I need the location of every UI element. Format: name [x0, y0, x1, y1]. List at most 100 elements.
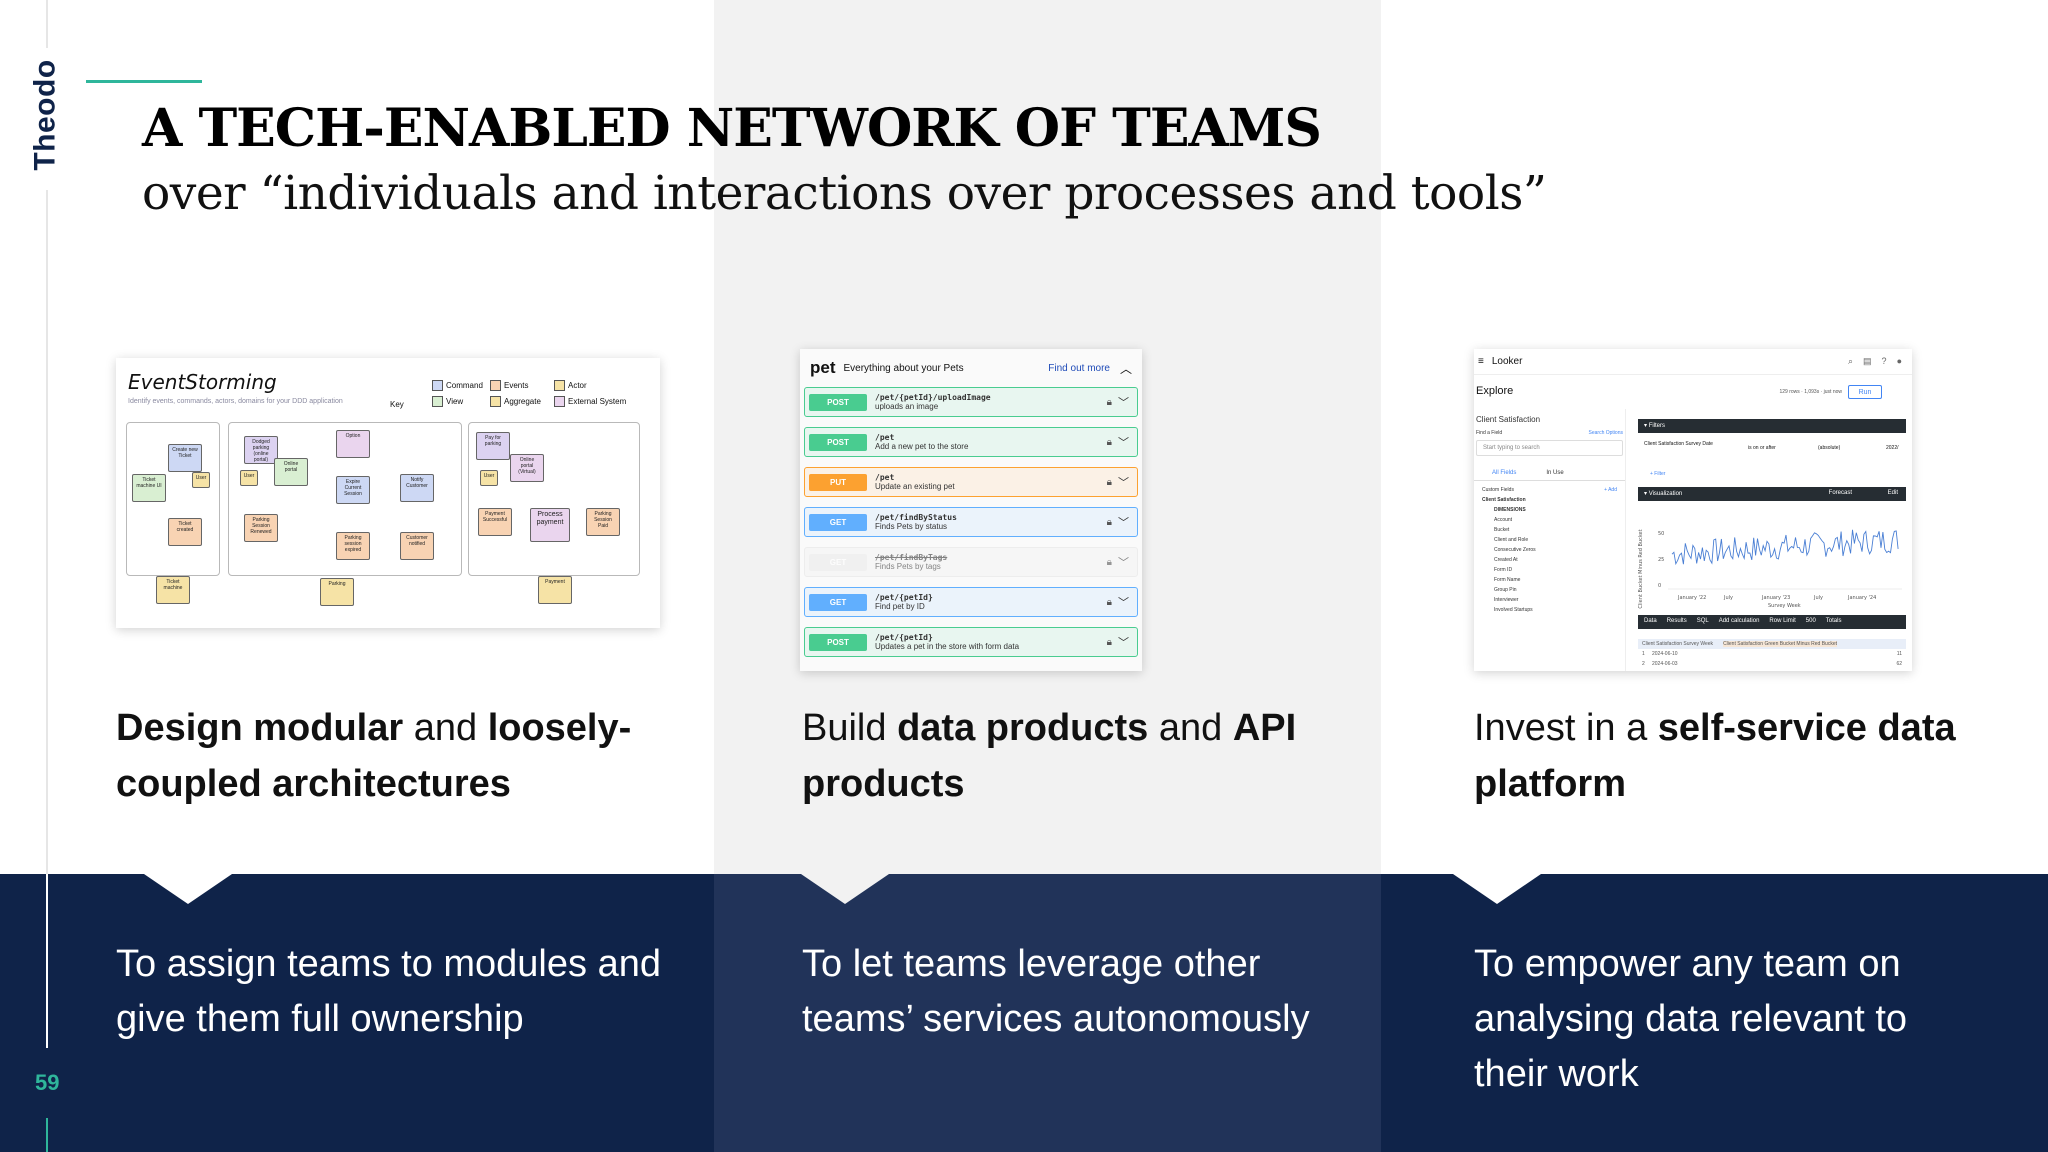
field-item[interactable]: Created At	[1494, 557, 1518, 563]
visualization-bar[interactable]: ▾ Visualization Forecast Edit	[1638, 487, 1906, 501]
http-method-badge: GET	[809, 593, 867, 611]
search-icon[interactable]: ⌕	[1847, 356, 1854, 366]
find-out-more-link[interactable]: Find out more	[1048, 362, 1110, 374]
chevron-down-icon[interactable]: ﹀	[1118, 517, 1129, 529]
caption-architecture: Design modular and loosely-coupled archi…	[116, 700, 696, 812]
chevron-down-icon[interactable]: ﹀	[1118, 557, 1129, 569]
data-bar[interactable]: Data Results SQL Add calculation Row Lim…	[1638, 615, 1906, 629]
chevron-down-icon[interactable]: ﹀	[1118, 637, 1129, 649]
add-custom-field-button[interactable]: + Add	[1604, 487, 1617, 493]
chevron-up-icon[interactable]: ︿	[1119, 361, 1132, 376]
field-item[interactable]: Account	[1494, 517, 1513, 523]
field-item[interactable]: Group Pin	[1494, 587, 1517, 593]
theodo-logo: Theodo	[29, 59, 62, 171]
rail-line	[46, 874, 48, 1048]
view-name[interactable]: Client Satisfaction	[1482, 497, 1526, 503]
sticky-dodged-parking: Dodged parking (online portal)	[244, 436, 278, 464]
api-summary: Find pet by ID	[875, 602, 925, 611]
caption-part: and	[1148, 707, 1233, 749]
col-header[interactable]: Client Satisfaction Green Bucket Minus R…	[1723, 641, 1838, 647]
folder-icon[interactable]: ▤	[1863, 356, 1872, 366]
legend-item: External System	[554, 396, 626, 407]
field-search-input[interactable]: Start typing to search	[1476, 440, 1623, 456]
band-notch	[144, 874, 232, 904]
lock-icon[interactable]: 🔒︎	[1106, 516, 1112, 528]
lock-icon[interactable]: 🔒︎	[1106, 596, 1112, 608]
x-tick: July	[1813, 595, 1823, 601]
api-operation[interactable]: GET/pet/{petId}Find pet by ID 🔒︎ ﹀	[804, 587, 1138, 617]
sql-tab[interactable]: SQL	[1696, 618, 1709, 624]
y-tick: 50	[1658, 531, 1664, 537]
row-limit-input[interactable]: 500	[1805, 618, 1816, 624]
lock-icon[interactable]: 🔒︎	[1106, 436, 1112, 448]
chevron-down-icon[interactable]: ﹀	[1118, 597, 1129, 609]
x-tick: January '22	[1677, 595, 1706, 601]
api-path: /pet/{petId}	[875, 593, 933, 602]
lock-icon[interactable]: 🔒︎	[1106, 476, 1112, 488]
chevron-down-icon[interactable]: ﹀	[1118, 477, 1129, 489]
swagger-tag-header[interactable]: pet Everything about your Pets Find out …	[810, 355, 1132, 381]
totals-checkbox[interactable]: Totals	[1825, 618, 1842, 624]
eventstorming-subtitle: Identify events, commands, actors, domai…	[128, 398, 343, 405]
filter-mode[interactable]: (absolute)	[1818, 445, 1841, 451]
sticky-user: User	[480, 470, 498, 486]
field-item[interactable]: Form Name	[1494, 577, 1521, 583]
rail-accent	[46, 1118, 48, 1152]
sticky-option: Option	[336, 430, 370, 458]
sticky-expire-session: Expire Current Session	[336, 476, 370, 504]
eventstorming-screenshot: EventStorming Identify events, commands,…	[116, 358, 660, 628]
chevron-down-icon[interactable]: ﹀	[1118, 437, 1129, 449]
lock-icon[interactable]: 🔒︎	[1106, 636, 1112, 648]
field-item[interactable]: Consecutive Zeros	[1494, 547, 1536, 553]
sticky-session-renewed: Parking Session Renewed	[244, 514, 278, 542]
avatar[interactable]: ●	[1896, 356, 1902, 366]
chevron-down-icon[interactable]: ﹀	[1118, 397, 1129, 409]
lock-icon[interactable]: 🔒︎	[1106, 396, 1112, 408]
forecast-button[interactable]: Forecast	[1828, 490, 1852, 496]
edit-button[interactable]: Edit	[1887, 490, 1898, 496]
field-item[interactable]: Bucket	[1494, 527, 1510, 533]
field-item[interactable]: Involved Startups	[1494, 607, 1533, 613]
model-name: Client Satisfaction	[1476, 415, 1541, 424]
band-platform	[1381, 874, 2048, 1152]
caption-products: Build data products and API products	[802, 700, 1362, 812]
looker-screenshot: ≡ Looker ⌕ ▤ ? ● Explore 129 rows · 1,09…	[1474, 349, 1912, 671]
custom-fields-label: Custom Fields	[1482, 487, 1514, 493]
sticky-ticket-created: Ticket created	[168, 518, 202, 546]
filters-bar[interactable]: ▾ Filters	[1638, 419, 1906, 433]
add-calculation-button[interactable]: Add calculation	[1718, 618, 1760, 624]
caption-part: data products	[897, 707, 1149, 749]
field-item[interactable]: Client and Role	[1494, 537, 1529, 543]
band-products	[714, 874, 1381, 1152]
page-number: 59	[35, 1070, 60, 1095]
search-options-link[interactable]: Search Options	[1588, 430, 1623, 436]
sticky-payment: Payment	[538, 576, 572, 604]
sticky-notify-customer: Notify Customer	[400, 474, 434, 502]
help-icon[interactable]: ?	[1881, 356, 1887, 366]
legend-item: Events	[490, 380, 528, 391]
lock-icon[interactable]: 🔒︎	[1106, 556, 1112, 568]
filter-value-input[interactable]: 2022/	[1886, 445, 1899, 451]
tab-all-fields[interactable]: All Fields	[1492, 470, 1517, 476]
col-header[interactable]: Client Satisfaction Survey Week	[1642, 641, 1714, 647]
filter-operator[interactable]: is on or after	[1748, 445, 1776, 451]
menu-icon[interactable]: ≡	[1478, 356, 1484, 367]
caption-part: self-service data platform	[1474, 707, 1956, 805]
field-item[interactable]: Form ID	[1494, 567, 1513, 573]
sticky-session-expired: Parking session expired	[336, 532, 370, 560]
series-line	[1671, 529, 1899, 566]
caption-part: API products	[802, 707, 1297, 805]
field-item[interactable]: Interviewer	[1494, 597, 1519, 603]
api-operation[interactable]: POST/pet/{petId}Updates a pet in the sto…	[804, 627, 1138, 657]
run-button[interactable]: Run	[1848, 385, 1882, 399]
tab-in-use[interactable]: In Use	[1546, 470, 1564, 476]
results-tab[interactable]: Results	[1666, 618, 1687, 624]
y-tick: 0	[1658, 583, 1661, 589]
add-filter-button[interactable]: + Filter	[1650, 471, 1666, 477]
find-field-label: Find a Field	[1476, 430, 1503, 436]
